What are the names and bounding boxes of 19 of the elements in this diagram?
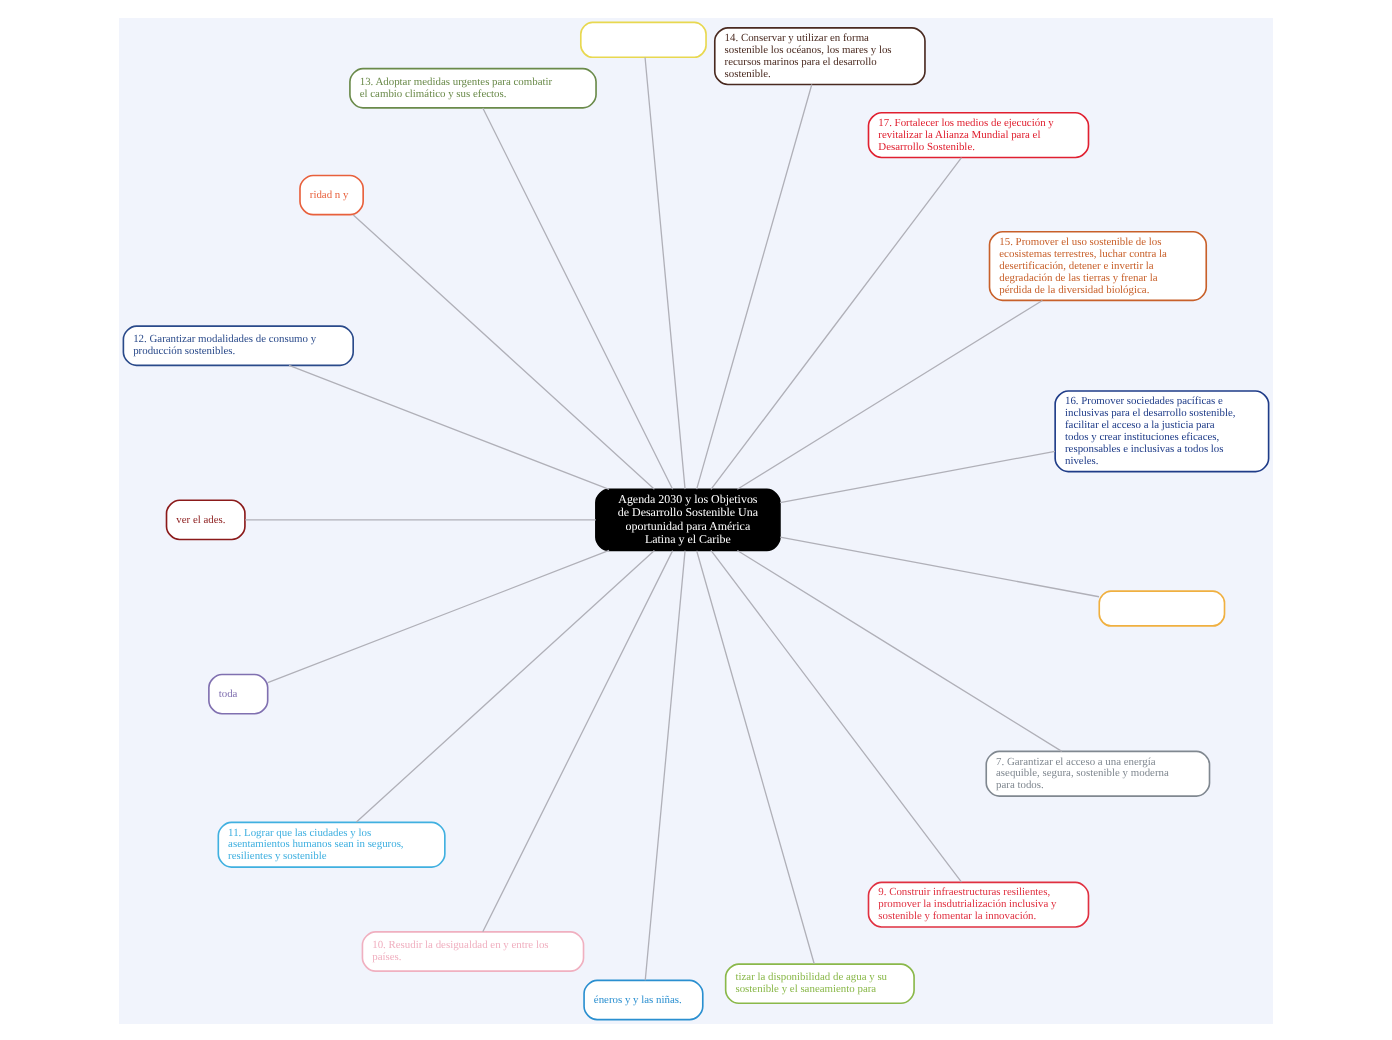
connector bbox=[779, 535, 1100, 597]
connector bbox=[736, 548, 1063, 752]
connector bbox=[267, 548, 610, 683]
connector bbox=[482, 548, 674, 932]
connector bbox=[352, 213, 656, 489]
connector bbox=[696, 82, 813, 489]
connector bbox=[710, 548, 963, 882]
node-box bbox=[580, 20, 707, 58]
connector bbox=[288, 363, 610, 490]
connector bbox=[779, 449, 1056, 503]
connector bbox=[644, 549, 686, 980]
connector bbox=[482, 106, 674, 489]
connector bbox=[644, 55, 686, 489]
connector bbox=[355, 548, 656, 822]
connector bbox=[244, 518, 597, 520]
node-box bbox=[1098, 589, 1226, 626]
connector bbox=[710, 155, 963, 490]
connector bbox=[736, 298, 1043, 489]
connector bbox=[696, 549, 815, 964]
